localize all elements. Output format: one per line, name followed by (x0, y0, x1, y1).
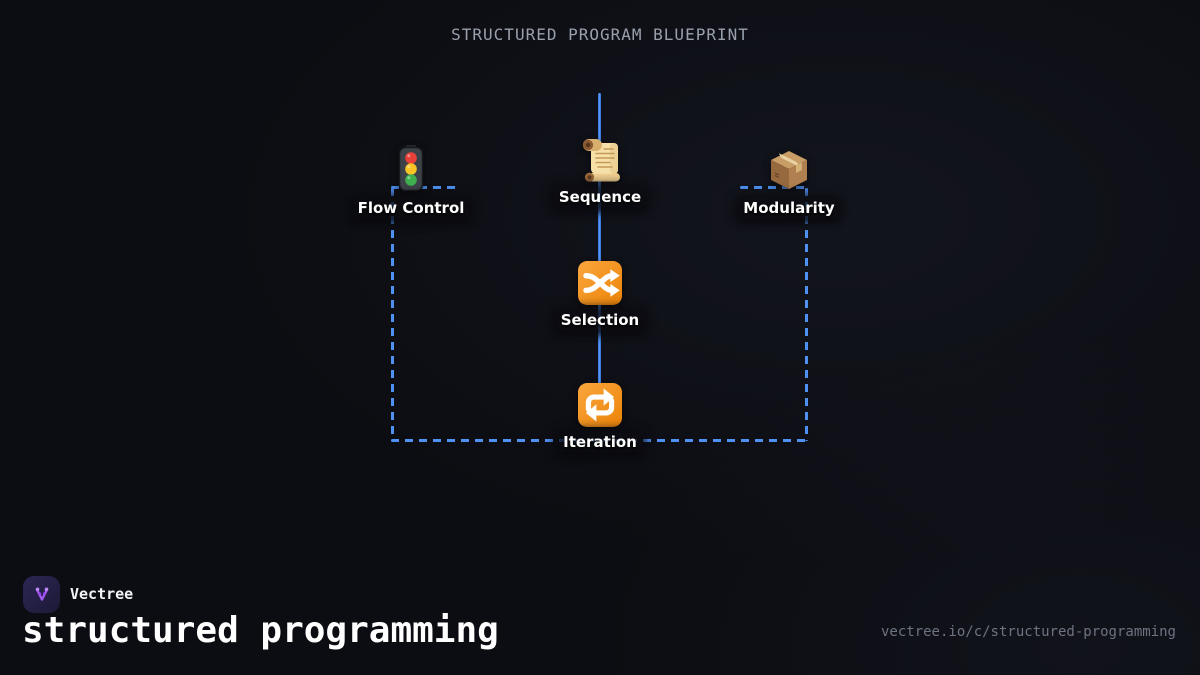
node-label-selection: Selection (556, 311, 644, 330)
dashed-connector-right-vertical (805, 188, 808, 441)
topic-title: structured programming (22, 610, 499, 651)
package-icon (767, 148, 811, 192)
page-url: vectree.io/c/structured-programming (880, 624, 1176, 640)
traffic-light-icon (391, 144, 431, 192)
repeat-icon (578, 383, 622, 427)
shuffle-icon (578, 261, 622, 305)
node-label-flow-control: Flow Control (353, 199, 469, 218)
node-label-modularity: Modularity (739, 199, 839, 218)
vectree-branch-icon (35, 587, 48, 601)
brand-name: Vectree (70, 585, 134, 603)
vectree-logo (23, 576, 60, 613)
dashed-connector-right-horizontal (740, 186, 808, 189)
scroll-icon (576, 136, 624, 184)
node-label-iteration: Iteration (559, 433, 641, 452)
dashed-connector-left-vertical (391, 188, 394, 441)
page-title: STRUCTURED PROGRAM BLUEPRINT (451, 25, 749, 44)
dashed-connector-left-horizontal (391, 186, 459, 189)
solid-connector-trunk (598, 93, 601, 402)
node-label-sequence: Sequence (554, 188, 646, 207)
